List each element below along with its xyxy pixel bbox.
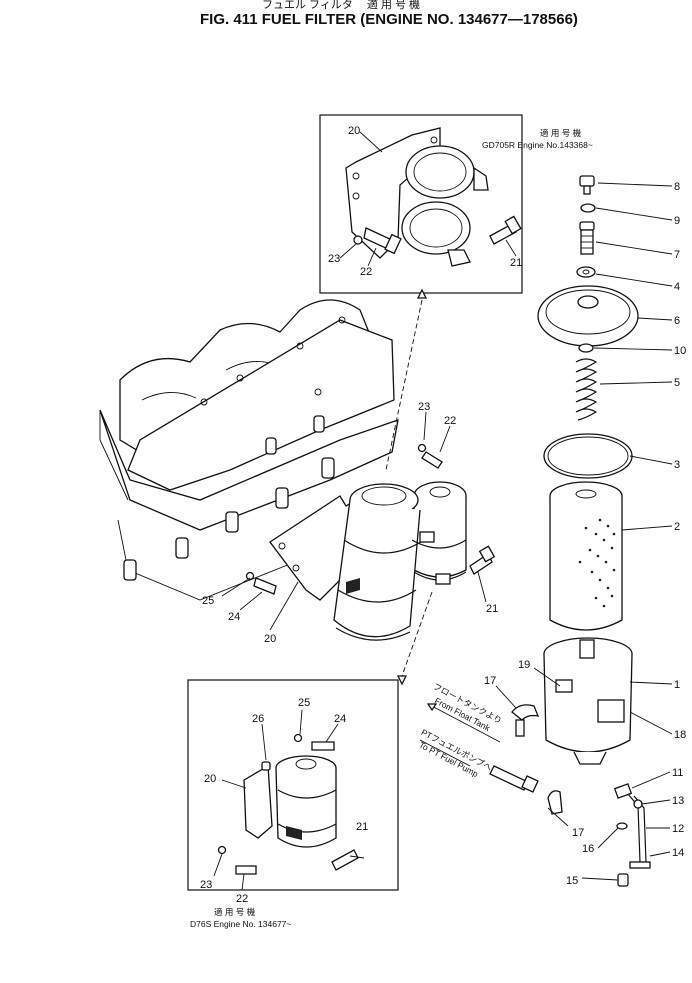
label-17-lower: 17 xyxy=(572,827,584,839)
to-pump-note: PTフュエルポンプへ To PT Fuel Pump xyxy=(417,727,494,779)
label-4: 4 xyxy=(674,281,680,293)
inset-top-label-21: 21 xyxy=(510,257,522,269)
label-12: 12 xyxy=(672,823,684,835)
inset-top-applicable-jp: 適 用 号 機 xyxy=(540,128,582,138)
label-9: 9 xyxy=(674,215,680,227)
main-label-23: 23 xyxy=(418,401,430,413)
inset-bottom-applicable-jp: 適 用 号 機 xyxy=(214,907,256,917)
inset-top-label-20: 20 xyxy=(348,125,360,137)
main-label-24: 24 xyxy=(228,611,240,623)
label-18: 18 xyxy=(674,729,686,741)
label-17-upper: 17 xyxy=(484,675,496,687)
element-perforations xyxy=(578,518,616,608)
label-8: 8 xyxy=(674,181,680,193)
main-label-21: 21 xyxy=(486,603,498,615)
inset-bottom-label-25: 25 xyxy=(298,697,310,709)
label-15: 15 xyxy=(566,875,578,887)
inset-bottom-applicable: D76S Engine No. 134677~ xyxy=(190,919,291,929)
main-assembly xyxy=(245,443,496,641)
label-14: 14 xyxy=(672,847,684,859)
exploded-parts xyxy=(489,175,651,887)
label-16: 16 xyxy=(582,843,594,855)
label-10: 10 xyxy=(674,345,686,357)
inset-bottom-label-21: 21 xyxy=(356,821,368,833)
label-6: 6 xyxy=(674,315,680,327)
inset-top-label-23: 23 xyxy=(328,253,340,265)
label-2: 2 xyxy=(674,521,680,533)
engine-block xyxy=(99,299,399,601)
inset-top: 20 23 22 21 xyxy=(319,114,523,294)
main-label-25: 25 xyxy=(202,595,214,607)
inset-bottom: 25 26 24 20 21 23 22 xyxy=(187,679,399,905)
label-19: 19 xyxy=(518,659,530,671)
label-5: 5 xyxy=(674,377,680,389)
main-label-20: 20 xyxy=(264,633,276,645)
inset-bottom-label-24: 24 xyxy=(334,713,346,725)
inset-top-applicable: GD705R Engine No.143368~ xyxy=(482,140,593,150)
inset-top-label-22: 22 xyxy=(360,266,372,278)
label-11: 11 xyxy=(672,767,683,779)
page-title: FIG. 411 FUEL FILTER (ENGINE NO. 134677—… xyxy=(200,11,578,28)
label-13: 13 xyxy=(672,795,684,807)
label-1: 1 xyxy=(674,679,680,691)
main-label-22: 22 xyxy=(444,415,456,427)
inset-bottom-label-20: 20 xyxy=(204,773,216,785)
label-7: 7 xyxy=(674,249,680,261)
label-3: 3 xyxy=(674,459,680,471)
inset-bottom-label-23: 23 xyxy=(200,879,212,891)
inset-bottom-label-22: 22 xyxy=(236,893,248,905)
inset-bottom-label-26: 26 xyxy=(252,713,264,725)
title-japanese: フュエル フィルタ 適 用 号 機 xyxy=(262,0,420,11)
